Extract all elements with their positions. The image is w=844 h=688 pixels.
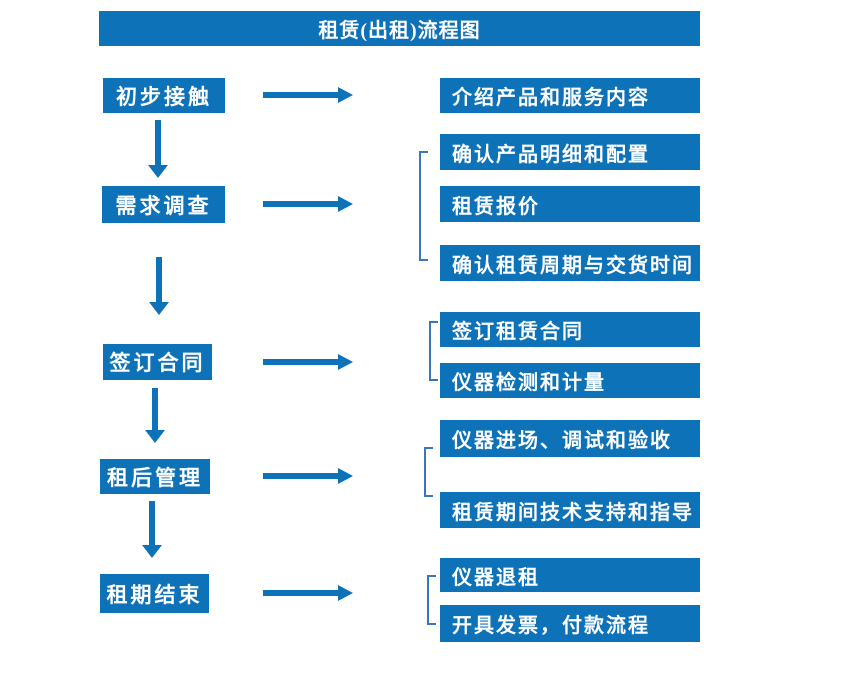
arrow-head xyxy=(148,165,168,178)
arrow-head xyxy=(338,196,353,212)
chart-title: 租赁(出租)流程图 xyxy=(318,20,481,42)
group-bracket-demand-survey xyxy=(419,151,428,261)
output-label: 仪器退租 xyxy=(452,566,540,589)
output-box-instrument-inspection: 仪器检测和计量 xyxy=(440,363,700,398)
group-bracket-sign-contract xyxy=(429,321,438,381)
arrow-shaft xyxy=(156,257,162,302)
chart-title-bar: 租赁(出租)流程图 xyxy=(99,11,700,46)
stage-box-post-rental-management: 租后管理 xyxy=(100,459,210,494)
arrow-head xyxy=(338,468,353,484)
arrow-shaft xyxy=(263,359,339,365)
stage-box-sign-contract: 签订合同 xyxy=(103,344,212,380)
output-box-tech-support: 租赁期间技术支持和指导 xyxy=(440,492,700,528)
arrow-shaft xyxy=(263,473,339,479)
arrow-shaft xyxy=(155,120,161,165)
output-box-confirm-period-delivery: 确认租赁周期与交货时间 xyxy=(440,245,700,281)
arrow-head xyxy=(145,430,165,443)
output-label: 确认产品明细和配置 xyxy=(452,143,650,166)
arrow-right-1 xyxy=(263,87,353,103)
arrow-right-4 xyxy=(263,468,353,484)
output-label: 介绍产品和服务内容 xyxy=(452,87,650,109)
output-label: 开具发票，付款流程 xyxy=(452,615,650,637)
arrow-head xyxy=(338,87,353,103)
stage-label: 租期结束 xyxy=(106,582,203,607)
arrow-shaft xyxy=(152,388,158,430)
arrow-shaft xyxy=(149,501,155,545)
output-box-confirm-details: 确认产品明细和配置 xyxy=(440,134,700,170)
arrow-shaft xyxy=(263,92,339,98)
arrow-head xyxy=(149,302,169,315)
arrow-head xyxy=(338,585,353,601)
group-bracket-post-rental xyxy=(424,447,433,497)
arrow-head xyxy=(338,354,353,370)
output-box-instrument-return: 仪器退租 xyxy=(440,558,700,592)
arrow-down-3 xyxy=(145,388,165,443)
stage-label: 签订合同 xyxy=(109,351,206,375)
stage-label: 初步接触 xyxy=(116,84,212,109)
output-label: 仪器检测和计量 xyxy=(452,372,606,394)
arrow-head xyxy=(142,545,162,558)
arrow-shaft xyxy=(263,201,339,207)
output-label: 仪器进场、调试和验收 xyxy=(452,430,672,452)
stage-box-rental-end: 租期结束 xyxy=(100,574,209,613)
arrow-shaft xyxy=(263,590,339,596)
output-box-sign-rental-contract: 签订租赁合同 xyxy=(440,312,700,347)
stage-label: 需求调查 xyxy=(115,193,212,218)
output-label: 租赁报价 xyxy=(452,195,540,218)
output-label: 租赁期间技术支持和指导 xyxy=(452,501,694,524)
arrow-right-2 xyxy=(263,196,353,212)
arrow-right-3 xyxy=(263,354,353,370)
arrow-down-2 xyxy=(149,257,169,315)
stage-label: 租后管理 xyxy=(107,465,203,490)
output-label: 确认租赁周期与交货时间 xyxy=(452,254,694,277)
output-box-rental-quote: 租赁报价 xyxy=(440,186,700,222)
arrow-down-4 xyxy=(142,501,162,558)
output-box-introduce-products: 介绍产品和服务内容 xyxy=(440,78,700,113)
group-bracket-rental-end xyxy=(427,575,436,625)
output-box-invoice-payment: 开具发票，付款流程 xyxy=(440,605,700,642)
arrow-down-1 xyxy=(148,120,168,178)
output-label: 签订租赁合同 xyxy=(452,321,584,343)
output-box-instrument-setup-acceptance: 仪器进场、调试和验收 xyxy=(440,420,700,457)
stage-box-demand-survey: 需求调查 xyxy=(102,186,225,223)
stage-box-initial-contact: 初步接触 xyxy=(103,78,225,113)
arrow-right-5 xyxy=(263,585,353,601)
